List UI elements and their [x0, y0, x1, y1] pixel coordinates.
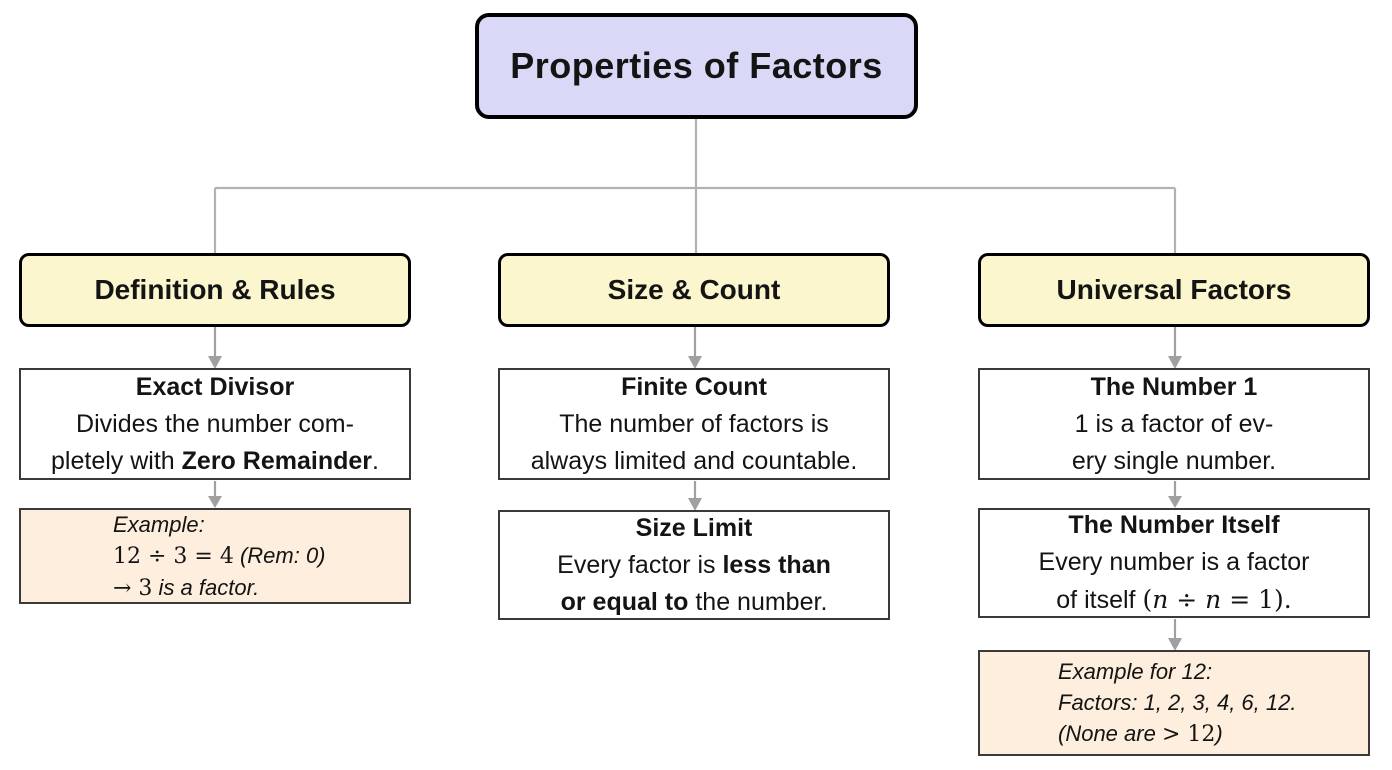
- example-line: → 3 is a factor.: [113, 574, 260, 601]
- node-finite-count: Finite Count The number of factors is al…: [498, 368, 890, 480]
- node-heading: Size Limit: [635, 513, 753, 542]
- arrow-down-icon: [1168, 327, 1182, 369]
- node-line: Every factor is less than: [557, 550, 831, 579]
- node-exact-divisor: Exact Divisor Divides the number com- pl…: [19, 368, 411, 480]
- node-the-number-1: The Number 1 1 is a factor of ev- ery si…: [978, 368, 1370, 480]
- node-line: pletely with Zero Remainder.: [51, 446, 379, 475]
- node-heading: The Number Itself: [1068, 511, 1280, 539]
- diagram-title-label: Properties of Factors: [510, 45, 883, 86]
- branch-tree-line: [213, 119, 1177, 253]
- arrow-down-icon: [208, 327, 222, 369]
- header-label: Universal Factors: [1056, 274, 1292, 305]
- node-heading: Finite Count: [621, 372, 767, 401]
- node-example-division: Example: 12 ÷ 3 = 4 (Rem: 0) → 3 is a fa…: [19, 508, 411, 604]
- arrow-down-icon: [688, 327, 702, 369]
- example-line: Example for 12:: [1058, 659, 1213, 684]
- node-line: or equal to the number.: [560, 587, 828, 616]
- header-label: Definition & Rules: [94, 274, 336, 305]
- header-label: Size & Count: [607, 274, 781, 305]
- header-definition-rules: Definition & Rules: [19, 253, 411, 327]
- example-line: Factors: 1, 2, 3, 4, 6, 12.: [1058, 690, 1297, 715]
- node-heading: Exact Divisor: [135, 372, 295, 401]
- node-line: The number of factors is: [559, 409, 829, 438]
- arrow-down-icon: [1168, 481, 1182, 508]
- arrow-down-icon: [208, 481, 222, 508]
- node-the-number-itself: The Number Itself Every number is a fact…: [978, 508, 1370, 618]
- node-heading: The Number 1: [1090, 372, 1258, 401]
- node-line: Every number is a factor: [1038, 548, 1310, 576]
- node-size-limit: Size Limit Every factor is less than or …: [498, 510, 890, 620]
- node-line: of itself (n ÷ n = 1).: [1056, 585, 1292, 614]
- example-line: 12 ÷ 3 = 4 (Rem: 0): [113, 542, 326, 569]
- example-line: Example:: [113, 511, 205, 537]
- node-example-for-12: Example for 12: Factors: 1, 2, 3, 4, 6, …: [978, 650, 1370, 756]
- node-line: Divides the number com-: [76, 409, 354, 438]
- node-line: always limited and countable.: [530, 446, 858, 475]
- node-line: ery single number.: [1071, 446, 1277, 475]
- example-line: (None are > 12): [1058, 721, 1223, 747]
- header-size-count: Size & Count: [498, 253, 890, 327]
- node-line: 1 is a factor of ev-: [1074, 409, 1274, 438]
- arrow-down-icon: [688, 481, 702, 511]
- header-universal-factors: Universal Factors: [978, 253, 1370, 327]
- diagram-title: Properties of Factors: [475, 13, 918, 119]
- arrow-down-icon: [1168, 619, 1182, 651]
